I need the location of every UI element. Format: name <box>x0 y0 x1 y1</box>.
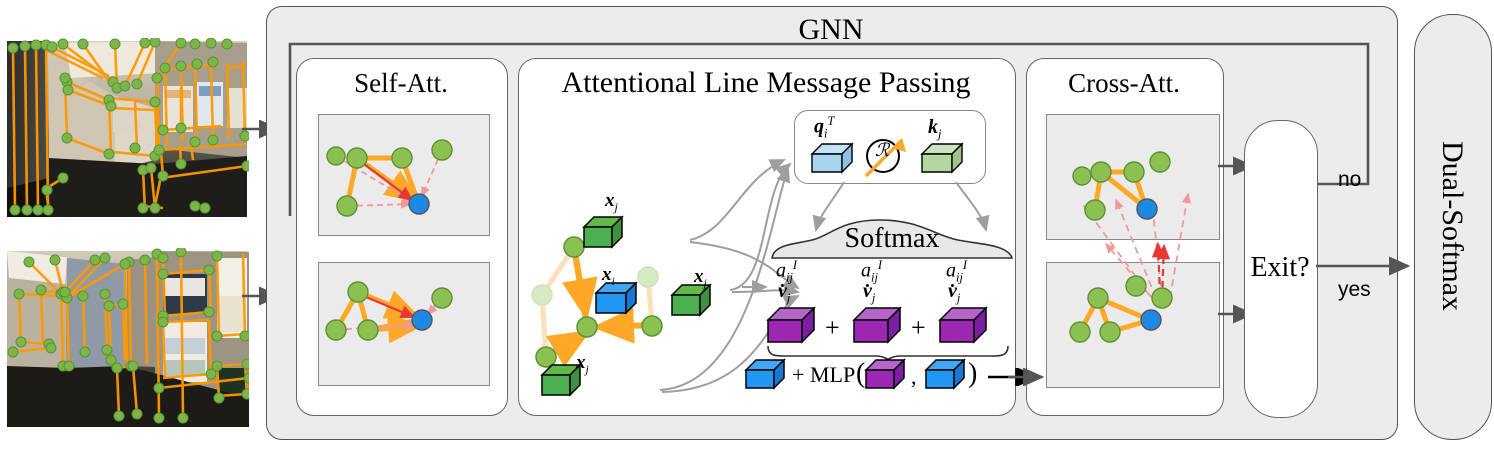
module-cross-att-title: Cross-Att. <box>1068 68 1180 98</box>
box-update-x <box>924 358 966 390</box>
box-xj-bottom <box>540 363 582 397</box>
label-xj-top: xj <box>605 190 618 214</box>
plus-sign-0: + <box>825 313 840 342</box>
term-0-coef: aijI <box>776 258 798 285</box>
exit-label: Exit? <box>1250 252 1310 283</box>
qk-to-softmax-arrows <box>812 182 990 232</box>
branch-yes-label: yes <box>1338 278 1371 301</box>
plus-sign-1: + <box>911 313 926 342</box>
update-mlp-label: MLP <box>810 362 856 387</box>
box-k <box>920 142 964 174</box>
update-close-paren: ) <box>968 358 978 389</box>
recurrence-loop <box>288 42 1370 216</box>
box-v0 <box>766 306 816 344</box>
exit-yes-arrow <box>1316 256 1411 276</box>
label-xj-right: xj <box>694 266 707 290</box>
qk-attention-content <box>810 138 964 178</box>
label-key: kj <box>928 116 942 141</box>
box-v2 <box>938 306 988 344</box>
almp-line-graph <box>531 215 712 397</box>
update-comma: , <box>911 364 917 389</box>
label-rotation-R: ℛ <box>875 140 890 160</box>
cross-att-graph-top-content <box>1072 151 1171 221</box>
softmax-term-boxes <box>766 306 988 344</box>
update-plus: + <box>792 362 805 387</box>
sum-underbrace <box>767 345 1009 360</box>
term-2-coef: aijI <box>946 258 968 285</box>
cross-att-graph-bottom-content <box>1069 275 1173 343</box>
branch-no-label: no <box>1338 168 1362 191</box>
update-formula-boxes <box>744 358 966 390</box>
module-almp-title: Attentional Line Message Passing <box>561 66 971 99</box>
box-update-v <box>864 358 906 390</box>
term-2-value: v̇j <box>948 280 961 305</box>
self-att-graph-bottom-content <box>325 281 453 344</box>
box-xj-right <box>670 283 712 317</box>
label-xj-bottom: xj <box>576 352 589 376</box>
label-xi-center: xi <box>602 264 615 288</box>
graph-to-terms-arrow <box>742 280 768 294</box>
box-xi-center <box>594 281 638 315</box>
term-1-value: v̇j <box>863 280 876 305</box>
dual-softmax-label: Dual-Softmax <box>1436 141 1469 311</box>
box-xj-top <box>582 215 624 249</box>
softmax-blob <box>771 219 1014 259</box>
box-update-xi <box>744 358 786 390</box>
almp-to-crossatt-arrow <box>1008 368 1045 386</box>
module-self-att-title: Self-Att. <box>354 68 448 98</box>
input-image-top <box>5 38 249 220</box>
self-att-graph-bottom <box>318 262 490 386</box>
dual-softmax-node[interactable] <box>1414 14 1492 440</box>
self-att-graph-top-content <box>326 139 453 217</box>
box-q <box>810 142 854 174</box>
exit-node[interactable] <box>1244 120 1318 418</box>
almp-connector-curves <box>659 159 800 393</box>
term-0-value: v̇j <box>778 280 791 305</box>
input-image-bottom <box>5 248 249 430</box>
box-v1 <box>852 306 902 344</box>
gnn-title: GNN <box>798 13 864 46</box>
update-open-paren: ( <box>856 358 866 389</box>
label-query: qiT <box>814 114 835 141</box>
softmax-label: Softmax <box>844 223 940 254</box>
term-1-coef: aijI <box>861 258 883 285</box>
